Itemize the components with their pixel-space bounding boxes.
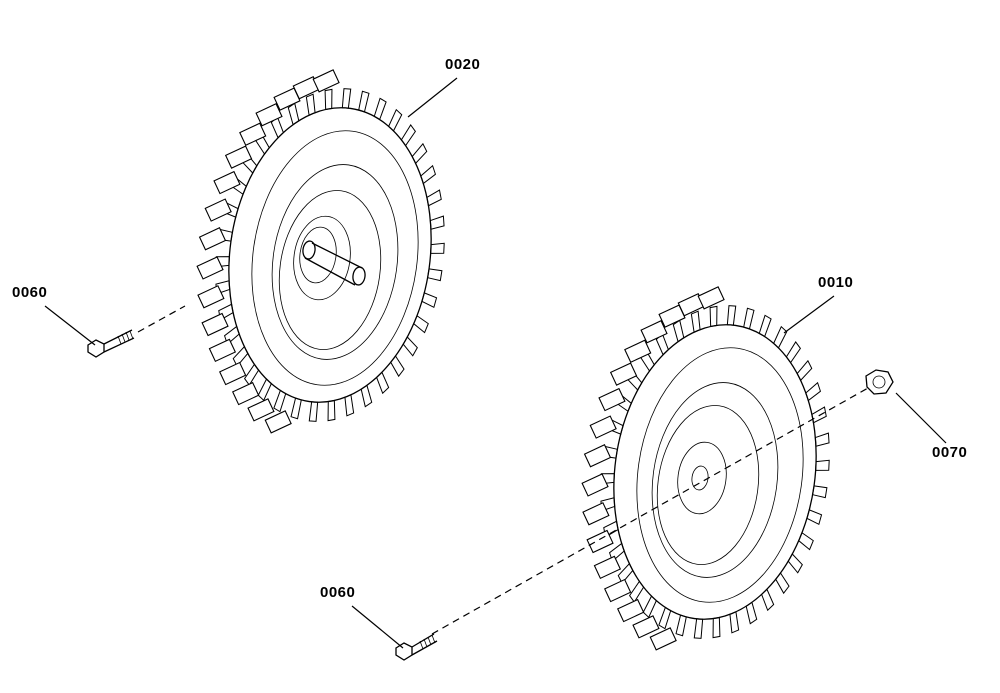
tread-block <box>693 618 704 639</box>
tread-block <box>290 397 302 420</box>
tread-block <box>429 215 445 230</box>
tread-lug <box>247 398 275 422</box>
leader-0060-top <box>44 305 96 346</box>
wheel-0020-hub-inner <box>299 226 337 284</box>
tread-block <box>327 399 336 422</box>
tread-lug <box>204 198 232 222</box>
wheel-0020-outer-rim <box>228 107 432 403</box>
tread-block <box>743 307 755 330</box>
tread-lug <box>583 444 612 468</box>
tread-block <box>675 614 687 637</box>
tread-block <box>729 611 740 634</box>
tread-lug <box>640 320 668 344</box>
label-0060-top: 0060 <box>12 284 48 301</box>
tread-block <box>815 459 830 471</box>
tread-lug <box>231 381 260 406</box>
tread-lug <box>198 227 227 251</box>
tread-lug <box>224 145 253 169</box>
tread-lug <box>598 387 626 412</box>
tread-block <box>426 189 442 207</box>
tread-block <box>305 93 316 116</box>
wheel-0020-rim <box>271 164 399 360</box>
wheel-0020-tread <box>196 69 445 434</box>
tread-lug <box>604 578 632 603</box>
tread-lug <box>201 312 229 337</box>
tread-block <box>709 305 718 328</box>
tread-lug <box>632 615 660 639</box>
tread-lug <box>197 285 225 309</box>
wheel-0010-rim-inner <box>656 405 760 565</box>
tread-block <box>758 314 772 338</box>
wheel-0010-outer-rim <box>613 324 817 620</box>
tread-lug <box>312 69 340 93</box>
tread-block <box>812 485 828 499</box>
wheel-0010 <box>581 286 830 651</box>
axle-shaft <box>302 240 366 286</box>
label-0010: 0010 <box>818 274 854 291</box>
tread-block <box>658 606 672 630</box>
tread-block <box>308 401 319 422</box>
tread-block <box>358 90 370 113</box>
tread-lug <box>581 473 609 497</box>
tread-lug <box>593 555 622 580</box>
tread-lug <box>582 502 610 526</box>
tread-lug <box>624 339 652 364</box>
label-0060-bottom: 0060 <box>320 584 356 601</box>
label-0020: 0020 <box>445 56 481 73</box>
tread-block <box>427 268 443 282</box>
wheel-0020-rim-inner <box>278 190 382 350</box>
wheel-0010-hub-inner <box>691 465 709 491</box>
tread-block <box>324 88 333 111</box>
tread-lug <box>208 338 237 363</box>
tread-lug <box>264 410 292 434</box>
label-0070: 0070 <box>932 444 968 461</box>
tread-block <box>814 432 830 447</box>
tread-block <box>341 88 352 109</box>
wheel-0020 <box>196 69 445 434</box>
tread-block <box>726 305 737 326</box>
wheel-0010-sidewall <box>636 347 804 603</box>
tread-lug <box>213 170 241 195</box>
wheel-0010-hub <box>677 441 727 515</box>
leader-0060-bottom <box>351 605 404 649</box>
wheel-0010-rim <box>651 382 779 578</box>
tread-block <box>690 310 701 333</box>
tread-lug <box>586 529 614 554</box>
tread-lug <box>239 122 267 147</box>
tread-lug <box>589 415 617 439</box>
tread-block <box>430 242 445 254</box>
nut-0070 <box>865 369 894 395</box>
tread-block <box>712 616 721 639</box>
tread-lug <box>255 103 283 127</box>
tread-block <box>273 389 287 413</box>
leader-0070 <box>895 392 947 444</box>
tread-lug <box>196 256 224 280</box>
tread-lug <box>609 362 638 386</box>
wheel-0020-sidewall <box>251 130 419 386</box>
assembly-line-bottom <box>431 387 869 635</box>
wheel-0020-hub <box>293 215 351 301</box>
bolt-0060-top <box>87 329 135 358</box>
leader-0010 <box>783 295 835 334</box>
tread-lug <box>697 286 725 310</box>
tread-block <box>373 97 387 121</box>
tread-lug <box>649 627 677 651</box>
bolt-0060-bottom <box>395 633 438 661</box>
assembly-line-top <box>137 305 186 333</box>
tread-block <box>811 406 827 424</box>
tread-block <box>344 394 355 417</box>
tread-lug <box>219 361 247 386</box>
tread-lug <box>616 598 645 623</box>
leader-0020 <box>407 77 458 118</box>
